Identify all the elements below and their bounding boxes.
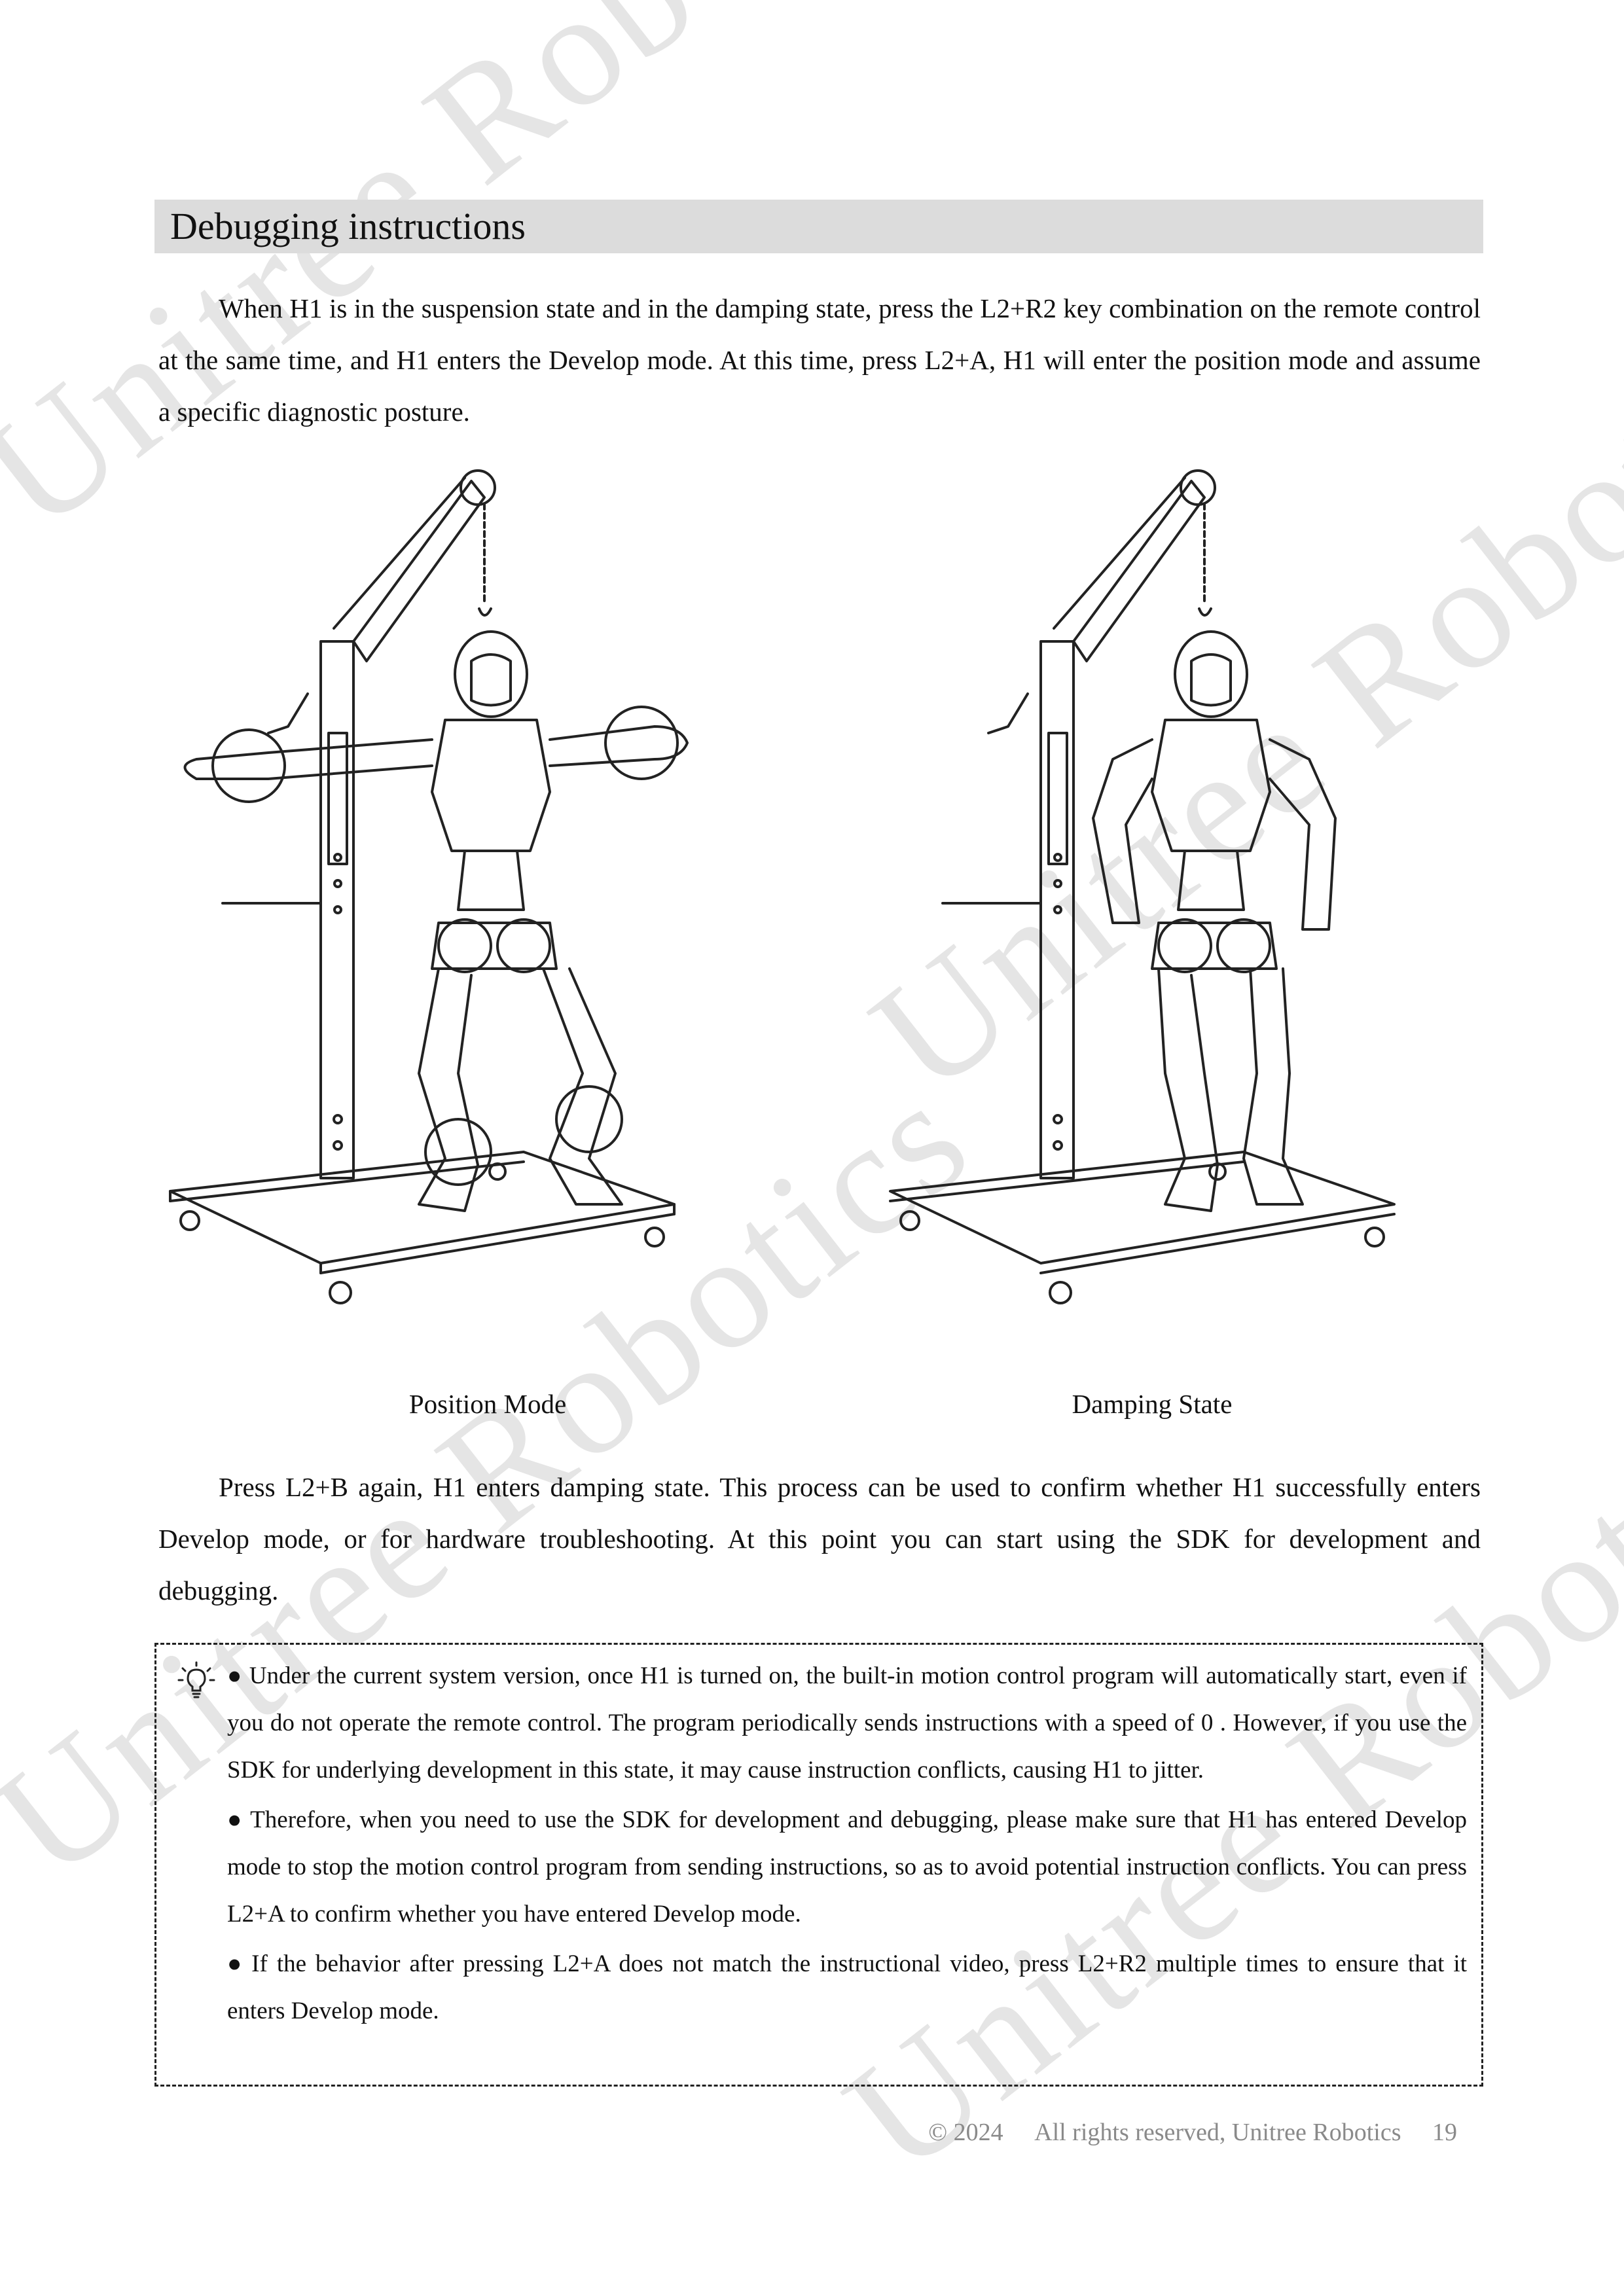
tip-note-item: ●Therefore, when you need to use the SDK… [227,1797,1467,1938]
bullet-icon: ● [227,1662,243,1689]
tip-note-text: Under the current system version, once H… [227,1662,1467,1784]
tip-note-text: If the behavior after pressing L2+A does… [227,1950,1467,2024]
lightbulb-icon [177,1661,215,1698]
tip-note-list: ●Under the current system version, once … [227,1653,1467,2037]
figure-caption-damping-state: Damping State [1072,1389,1233,1419]
footer-rights: All rights reserved, Unitree Robotics [1034,2119,1401,2146]
tip-note-box: ●Under the current system version, once … [154,1643,1483,2087]
footer-copyright: © 2024 [928,2119,1003,2146]
bullet-icon: ● [227,1950,245,1977]
position-mode-illustration [169,469,689,1304]
tip-note-text: Therefore, when you need to use the SDK … [227,1806,1467,1928]
followup-paragraph: Press L2+B again, H1 enters damping stat… [158,1472,1481,1605]
tip-note-item: ●Under the current system version, once … [227,1653,1467,1794]
figure-caption-position-mode: Position Mode [408,1389,567,1419]
tip-note-item: ●If the behavior after pressing L2+A doe… [227,1941,1467,2035]
intro-paragraph: When H1 is in the suspension state and i… [158,293,1481,427]
damping-state-illustration [889,469,1396,1304]
page-footer: © 2024 All rights reserved, Unitree Robo… [903,2118,1457,2147]
page-number: 19 [1432,2119,1457,2146]
section-title: Debugging instructions [154,200,1483,253]
bullet-icon: ● [227,1806,244,1833]
